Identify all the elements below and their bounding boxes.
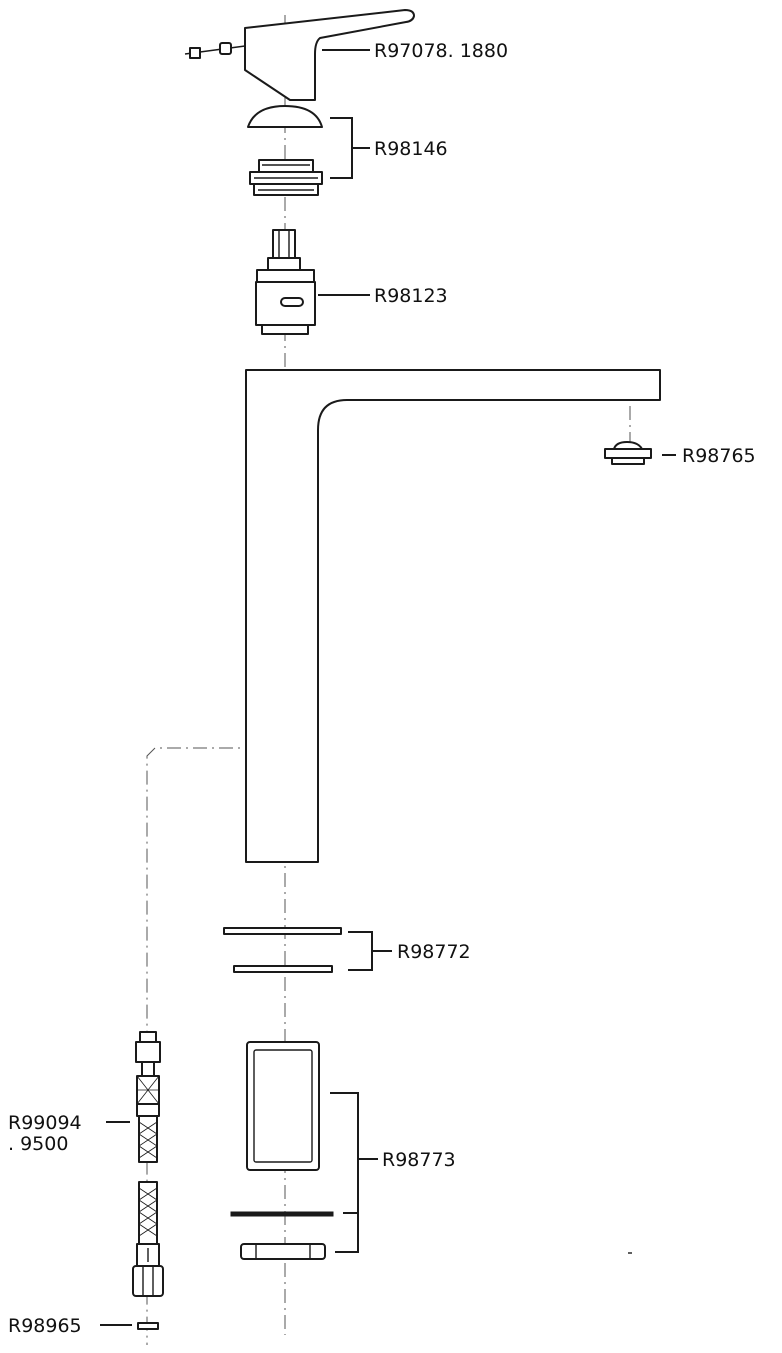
cover-cap-and-nut <box>247 105 370 196</box>
label-lever-handle: R97078. 1880 <box>374 40 508 62</box>
label-mounting-set: R98773 <box>382 1149 456 1171</box>
label-hose-line2: . 9500 <box>8 1133 68 1155</box>
label-hose-line1: R99094 <box>8 1112 82 1134</box>
hose-washer <box>100 1322 159 1330</box>
mounting-set <box>230 1041 378 1260</box>
aerator <box>604 441 676 465</box>
label-aerator: R98765 <box>682 445 756 467</box>
label-cover-and-nut: R98146 <box>374 138 448 160</box>
label-hose-washer: R98965 <box>8 1315 82 1337</box>
screw-cap <box>219 42 232 55</box>
lever-handle <box>184 9 415 101</box>
spout-body <box>245 369 661 863</box>
label-cartridge: R98123 <box>374 285 448 307</box>
flexible-hose <box>106 1031 164 1297</box>
gaskets <box>223 927 392 973</box>
set-screw <box>189 47 201 59</box>
cartridge <box>255 229 370 335</box>
label-gaskets: R98772 <box>397 941 471 963</box>
